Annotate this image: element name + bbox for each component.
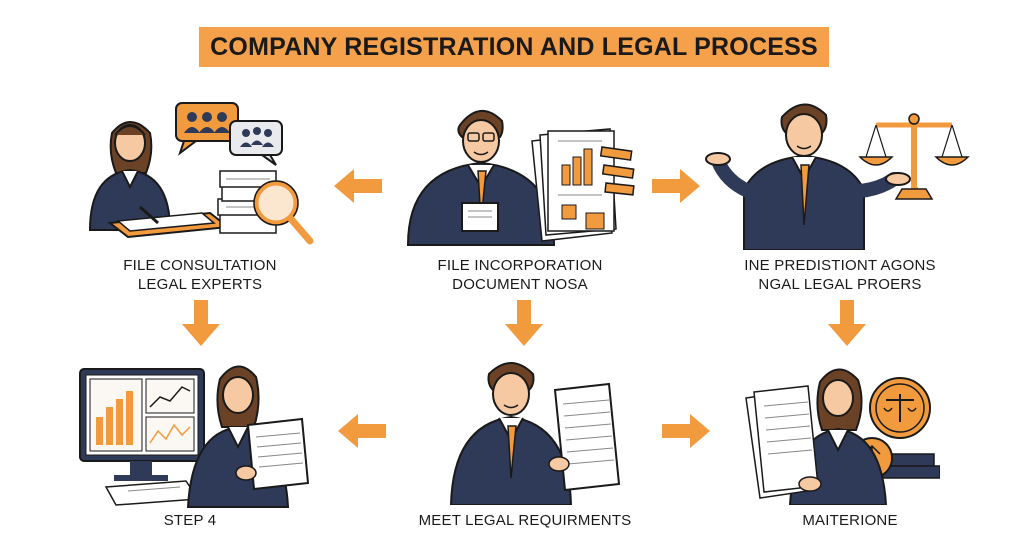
step-6-caption: MAITERIONE (785, 511, 915, 530)
arrow-step3-down (828, 300, 866, 346)
consultation-icon (88, 102, 314, 245)
arrow-step5-to-step4 (338, 414, 386, 448)
step-3-caption: INE PREDISTIONT AGONS NGAL LEGAL PROERS (730, 256, 950, 294)
step-4-caption-line-1: STEP 4 (163, 512, 217, 529)
arrow-step5-to-step6 (662, 414, 710, 448)
arrow-right-icon (652, 169, 700, 203)
arrow-down-icon (828, 300, 866, 346)
step-5-caption: MEET LEGAL REQUIRMENTS (405, 511, 645, 530)
legal-scales-icon (705, 103, 970, 250)
incorporation-documents-icon (406, 110, 635, 246)
step-2-caption-line-2: DOCUMENT NOSA (452, 276, 588, 293)
legal-requirements-icon (449, 362, 621, 505)
step-4-illustration (78, 355, 318, 510)
step-5-illustration (445, 360, 625, 505)
arrow-left-icon (334, 169, 382, 203)
step-3-illustration (700, 95, 970, 250)
page-title: COMPANY REGISTRATION AND LEGAL PROCESS (210, 32, 818, 61)
title-banner: COMPANY REGISTRATION AND LEGAL PROCESS (199, 27, 829, 67)
certificate-seal-icon (745, 368, 940, 505)
step-3-caption-line-2: NGAL LEGAL PROERS (758, 276, 922, 293)
arrow-step2-down (505, 300, 543, 346)
arrow-step2-to-step1 (334, 169, 382, 203)
step-6-illustration (740, 358, 940, 505)
step-6-caption-line-1: MAITERIONE (802, 512, 898, 529)
step-1-caption: FILE CONSULTATION LEGAL EXPERTS (105, 256, 295, 294)
step-2-illustration (402, 95, 642, 250)
step-2-caption-line-1: FILE INCORPORATION (437, 257, 603, 274)
step-3-caption-line-1: INE PREDISTIONT AGONS (744, 257, 936, 274)
step-1-illustration (80, 95, 320, 250)
step-1-caption-line-1: FILE CONSULTATION (123, 257, 277, 274)
computer-review-icon (79, 365, 310, 508)
arrow-left-icon (338, 414, 386, 448)
step-5-caption-line-1: MEET LEGAL REQUIRMENTS (418, 512, 632, 529)
step-1-caption-line-2: LEGAL EXPERTS (137, 276, 263, 293)
step-4-caption: STEP 4 (140, 511, 240, 530)
arrow-step2-to-step3 (652, 169, 700, 203)
arrow-down-icon (505, 300, 543, 346)
arrow-step1-down (182, 300, 220, 346)
step-2-caption: FILE INCORPORATION DOCUMENT NOSA (425, 256, 615, 294)
arrow-down-icon (182, 300, 220, 346)
arrow-right-icon (662, 414, 710, 448)
